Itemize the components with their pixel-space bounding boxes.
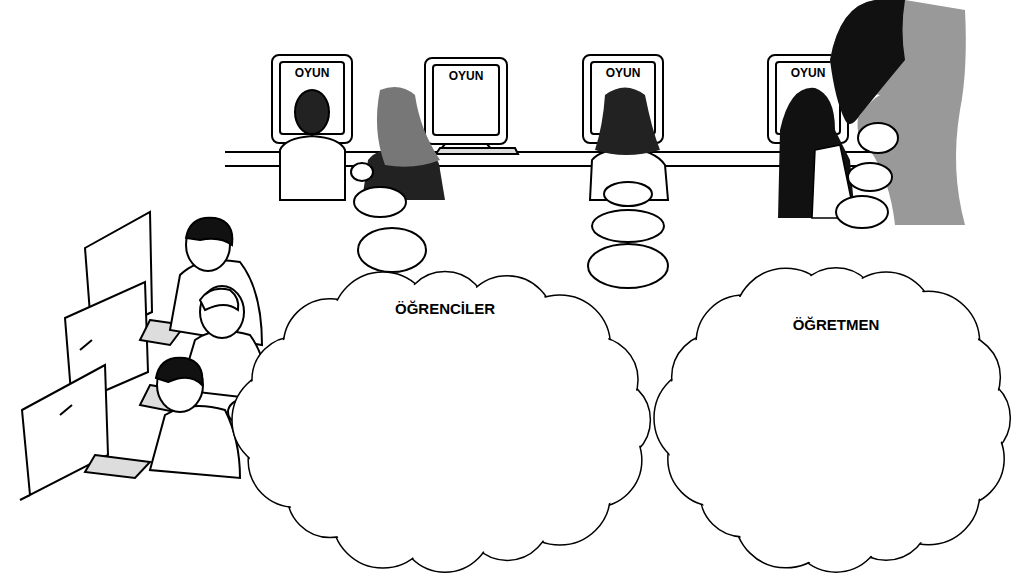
screen-label: OYUN <box>583 63 663 80</box>
monitor-screen: OYUN <box>272 63 352 80</box>
cloud-outline <box>652 258 1020 578</box>
thought-cloud: ÖĞRENCİLER <box>230 262 660 578</box>
monitor-screen: OYUN <box>768 63 848 80</box>
screen-label: OYUN <box>768 63 848 80</box>
cloud-label: ÖĞRETMEN <box>652 316 1020 333</box>
monitor-screen: OYUN <box>425 66 507 83</box>
cloud-label: ÖĞRENCİLER <box>230 300 660 317</box>
screen-label: OYUN <box>272 63 352 80</box>
screen-label: OYUN <box>425 66 507 83</box>
thought-cloud: ÖĞRETMEN <box>652 258 1020 578</box>
monitor-screen: OYUN <box>583 63 663 80</box>
